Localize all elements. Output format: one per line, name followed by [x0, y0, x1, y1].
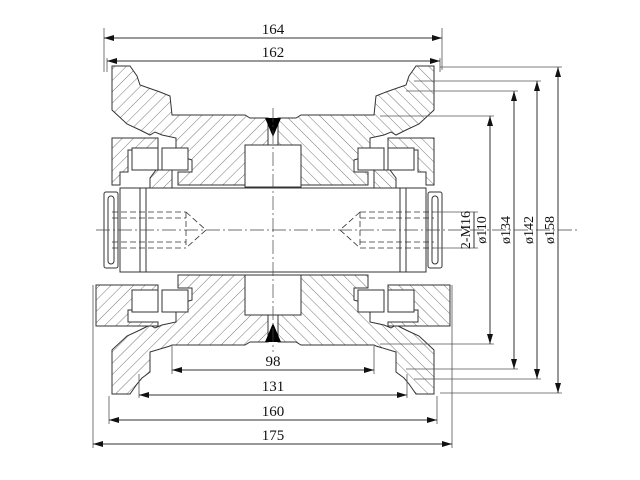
dimension-m16: 2-M16	[434, 211, 478, 249]
dimension-label-m16: 2-M16	[459, 211, 474, 249]
dimension-d110: ø110	[380, 115, 494, 345]
dimension-d158: ø158	[440, 66, 562, 394]
dimension-label-d110: ø110	[475, 216, 490, 243]
dimension-98: 98	[171, 346, 375, 374]
weld-symbol-top	[265, 118, 281, 137]
dimension-160: 160	[108, 396, 438, 424]
dimension-164: 164	[103, 22, 443, 72]
dimension-175: 175	[92, 285, 453, 448]
dimension-label-d134: ø134	[499, 216, 514, 244]
threaded-hole-right	[339, 211, 434, 249]
dimension-131: 131	[138, 374, 408, 398]
dimension-label-d158: ø158	[543, 216, 558, 244]
dimension-label-164: 164	[262, 22, 285, 38]
dimension-label-131: 131	[262, 379, 285, 395]
dimension-162: 162	[106, 45, 441, 72]
dimension-label-162: 162	[262, 45, 285, 61]
dimension-label-175: 175	[262, 428, 285, 444]
dimension-label-d142: ø142	[522, 216, 537, 244]
dimension-d142: ø142	[414, 80, 541, 380]
roller-body-left	[95, 65, 451, 395]
dimension-d134: ø134	[406, 90, 518, 370]
dimension-label-98: 98	[266, 354, 281, 370]
dimension-label-160: 160	[262, 404, 285, 420]
